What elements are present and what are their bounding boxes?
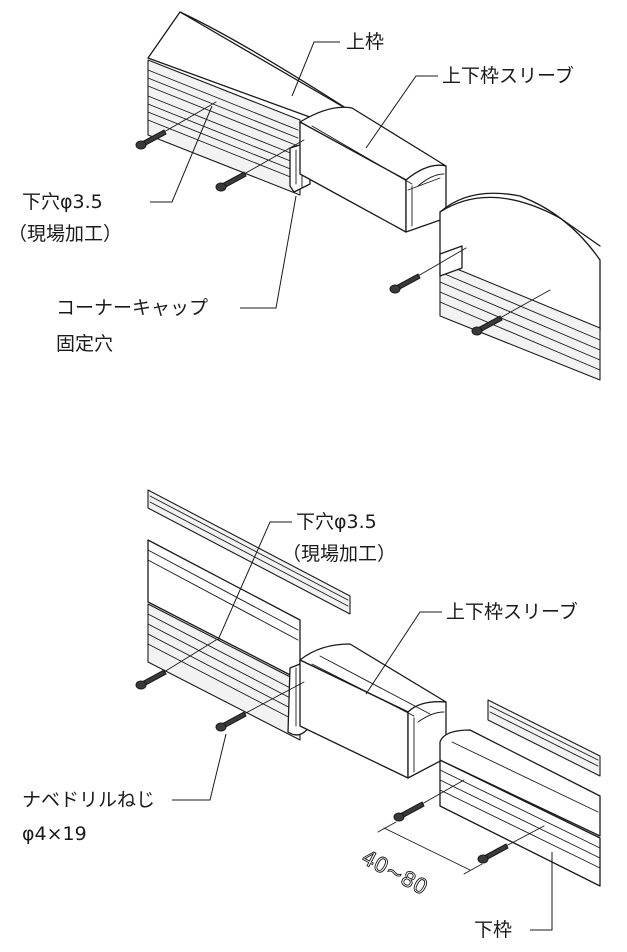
label-sleeve-top: 上下枠スリーブ [442, 64, 574, 87]
label-screw-1: ナベドリルねじ [22, 789, 155, 811]
label-onsite-bottom: （現場加工） [282, 543, 396, 565]
upper-frame-left [147, 11, 353, 196]
screw-bottom-4 [477, 843, 509, 864]
bottom-assembly: 下穴φ3.5 （現場加工） 上下枠スリーブ ナベドリルねじ φ4×19 40~8… [22, 489, 601, 941]
label-cap-hole-1: コーナーキャップ [56, 297, 208, 319]
label-upper-frame: 上枠 [346, 31, 384, 53]
sleeve-top [299, 106, 447, 233]
leader-screw [172, 733, 227, 801]
label-screw-2: φ4×19 [22, 823, 87, 845]
screw-top-4 [471, 315, 503, 336]
leader-cap-hole [240, 195, 297, 309]
upper-frame-right [439, 192, 601, 381]
lower-frame-right [439, 699, 601, 887]
screw-top-2 [215, 171, 247, 192]
label-dimension: 40~80 [358, 845, 432, 900]
lower-frame-left [147, 489, 351, 741]
screw-top-3 [389, 273, 421, 294]
screw-top-1 [135, 129, 167, 150]
label-cap-hole-2: 固定穴 [56, 333, 113, 355]
label-lower-frame: 下枠 [474, 919, 512, 941]
top-assembly: 上枠 上下枠スリーブ 下穴φ3.5 （現場加工） コーナーキャップ 固定穴 [8, 11, 601, 381]
screw-bottom-2 [215, 711, 247, 732]
leader-pilot-hole-bottom [217, 521, 292, 641]
leader-pilot-hole-top [150, 105, 213, 203]
screw-bottom-1 [135, 669, 167, 690]
label-sleeve-bottom: 上下枠スリーブ [446, 600, 578, 623]
leader-sleeve-top [365, 75, 438, 149]
leader-sleeve-bottom [365, 611, 442, 695]
leader-lower-frame [530, 852, 553, 931]
label-pilot-hole-top: 下穴φ3.5 [22, 191, 103, 213]
label-pilot-hole-bottom: 下穴φ3.5 [296, 511, 377, 533]
screw-bottom-3 [393, 801, 425, 822]
dimension-line [377, 821, 483, 875]
sleeve-bottom [299, 643, 447, 779]
leader-upper-frame [291, 41, 340, 97]
label-onsite-top: （現場加工） [8, 223, 122, 245]
